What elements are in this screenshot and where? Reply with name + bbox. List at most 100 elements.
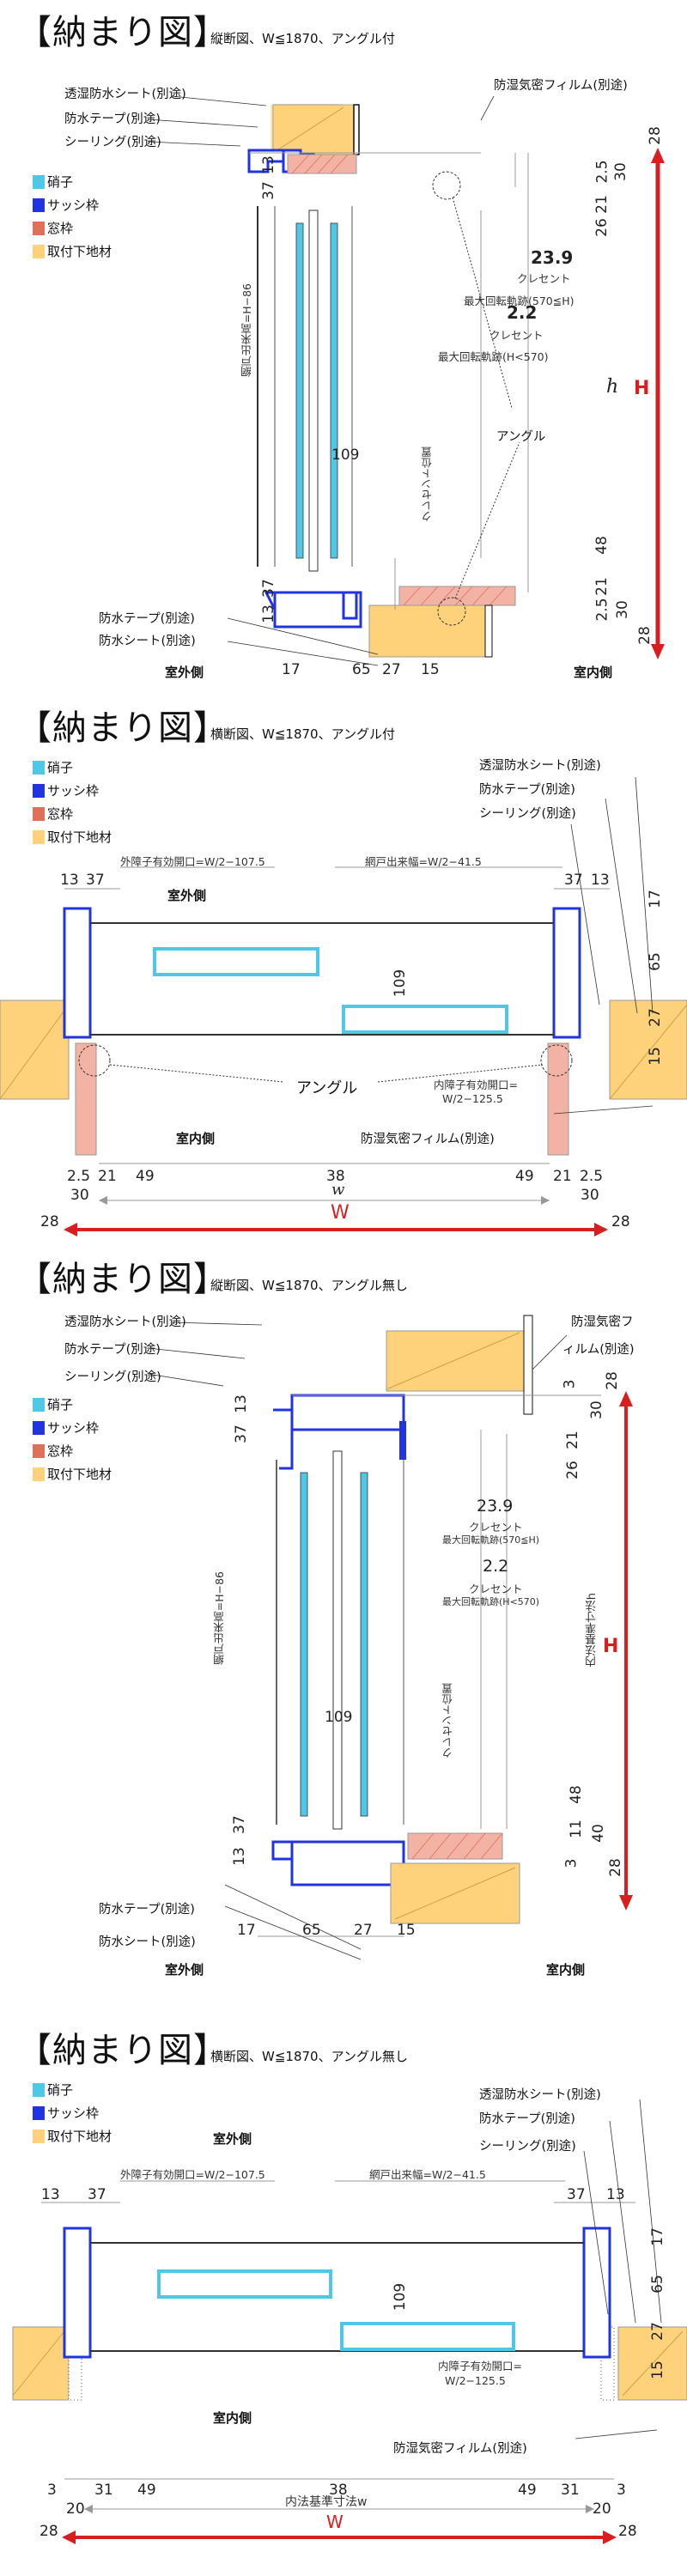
- dim-base-65: 65: [352, 661, 371, 678]
- width-W: W: [331, 1202, 350, 1224]
- dim-bottom-40: 40: [589, 1824, 607, 1843]
- sash-swatch-icon: [33, 783, 45, 798]
- section-title: 【納まり図】: [17, 708, 228, 748]
- dim-bottom-28: 28: [635, 626, 654, 645]
- dim-top-37: 37: [232, 1425, 250, 1443]
- dim-screen-width: 網戸出来幅=W/2−41.5: [369, 2168, 486, 2181]
- dim-inner-opening-2: W/2−125.5: [442, 1092, 503, 1105]
- callout-sealing: シーリング(別途): [479, 807, 576, 821]
- dim-base-27: 27: [354, 1922, 373, 1939]
- callout-sealing: シーリング(別途): [64, 136, 161, 149]
- sash-frame-left: [63, 2227, 92, 2359]
- dim-left-30: 30: [70, 1187, 89, 1204]
- callout-vapor-film: 防湿気密フィルム(別途): [393, 2442, 527, 2456]
- sash-frame-right: [582, 2227, 611, 2359]
- dim-right-28: 28: [611, 1213, 630, 1230]
- window-frame-bottom: [407, 1832, 503, 1860]
- section-vertical-angle: 【納まり図】 縦断図、W≦1870、アングル付 硝子 サッシ枠 窓枠 取付下地材: [0, 0, 687, 687]
- section-title: 【納まり図】: [17, 1260, 228, 1299]
- dim-center-38: 38: [329, 2482, 348, 2499]
- dim-right-2-5: 2.5: [593, 160, 611, 184]
- dim-right-65: 65: [646, 952, 664, 971]
- dim-right-3: 3: [561, 1379, 579, 1389]
- dim-inner-opening-2: W/2−125.5: [445, 2374, 506, 2387]
- inner-width-w: w: [331, 1181, 345, 1199]
- mounting-base-bottom: [368, 605, 486, 658]
- legend-item-base: 取付下地材: [33, 825, 112, 848]
- section-subtitle: 縦断図、W≦1870、アングル付: [210, 31, 395, 46]
- inner-ref-width-label: 内法基準寸法w: [285, 2495, 368, 2509]
- dim-right-21: 21: [593, 195, 611, 214]
- label-indoor: 室内側: [213, 2410, 252, 2426]
- angle-detail-right: [540, 1044, 573, 1077]
- sash-frame-left: [63, 907, 92, 1039]
- dim-right-28: 28: [646, 126, 664, 145]
- section-subtitle: 横断図、W≦1870、アングル無し: [210, 2049, 408, 2064]
- dim-inner-opening-1: 内障子有効開口=: [438, 2360, 522, 2372]
- crescent-trajectory-2: 最大回転軌跡(H<570): [438, 350, 549, 363]
- dim-base-15: 15: [421, 661, 440, 678]
- sash-frame-top: [290, 1394, 405, 1431]
- dim-outer-opening: 外障子有効開口=W/2−107.5: [120, 2168, 265, 2181]
- window-frame-right: [547, 1042, 569, 1156]
- dim-bl-31: 31: [94, 2482, 113, 2499]
- legend-item-glass: 硝子: [33, 756, 112, 779]
- label-indoor: 室内側: [176, 1131, 216, 1146]
- legend-item-window-frame: 窓枠: [33, 216, 112, 240]
- sash-frame-bottom: [290, 1840, 405, 1886]
- legend-item-window-frame: 窓枠: [33, 1439, 112, 1462]
- dim-base-17: 17: [237, 1922, 256, 1939]
- dim-right-15: 15: [648, 2360, 666, 2379]
- dim-br-31: 31: [561, 2482, 580, 2499]
- dim-bl-49: 49: [137, 2482, 156, 2499]
- callout-tape-bottom: 防水テープ(別途): [99, 1903, 195, 1917]
- dim-crescent-23-9: 23.9: [477, 1497, 514, 1516]
- legend: 硝子 サッシ枠 窓枠 取付下地材: [33, 756, 112, 848]
- callout-breathable-sheet: 透湿防水シート(別途): [64, 1315, 186, 1329]
- glass-pane-left: [300, 1472, 308, 1817]
- section-horizontal-angle: 【納まり図】 横断図、W≦1870、アングル付 硝子 サッシ枠 窓枠 取付下地材: [0, 696, 687, 1254]
- dim-left-28: 28: [40, 2523, 58, 2540]
- section-vertical-no-angle: 【納まり図】 縦断図、W≦1870、アングル無し 硝子 サッシ枠 窓枠 取付下地…: [0, 1254, 687, 2018]
- frame-swatch-icon: [33, 1443, 45, 1458]
- callout-waterproof-tape: 防水テープ(別途): [479, 2112, 575, 2126]
- dim-bottom-13: 13: [259, 605, 277, 623]
- crescent-position-label: クレセント位置: [441, 1683, 454, 1759]
- sash-swatch-icon: [33, 197, 45, 212]
- legend-item-glass: 硝子: [33, 1393, 112, 1416]
- glass-pane-outer: [157, 2269, 332, 2299]
- dim-right-26: 26: [593, 218, 611, 237]
- glass-pane-inner: [340, 2322, 515, 2351]
- dim-top-right-13: 13: [591, 872, 610, 889]
- dim-bottom-13: 13: [230, 1847, 248, 1866]
- dim-top-right-37: 37: [564, 872, 583, 889]
- dim-top-left-13: 13: [60, 872, 79, 889]
- section-horizontal-no-angle: 【納まり図】 横断図、W≦1870、アングル無し 硝子 サッシ枠 取付下地材: [0, 2018, 687, 2576]
- dim-right-30: 30: [587, 1400, 605, 1419]
- legend-item-sash: サッシ枠: [33, 193, 112, 216]
- dim-outer-opening: 外障子有効開口=W/2−107.5: [120, 855, 265, 868]
- callout-waterproof-tape: 防水テープ(別途): [479, 783, 575, 797]
- dim-bottom-48: 48: [567, 1785, 585, 1804]
- dim-crescent-23-9: 23.9: [531, 247, 574, 268]
- window-frame-top: [287, 154, 357, 174]
- dim-bottom-37: 37: [259, 579, 277, 598]
- sash-swatch-icon: [33, 1420, 45, 1435]
- dim-center-109: 109: [392, 969, 410, 998]
- dim-top-13: 13: [259, 155, 277, 174]
- dim-base-27: 27: [382, 661, 401, 678]
- glass-pane-inner: [342, 1005, 508, 1034]
- dim-bottom-21: 21: [593, 577, 611, 596]
- vertical-section-drawing: [147, 1315, 633, 1960]
- callout-sealing: シーリング(別途): [479, 2140, 576, 2154]
- legend-item-glass: 硝子: [33, 2078, 112, 2101]
- dim-right-28: 28: [603, 1371, 621, 1390]
- vertical-section-drawing: [147, 95, 665, 666]
- screen-height-label: 網戸出来高=H−86: [240, 283, 253, 377]
- legend: 硝子 サッシ枠 取付下地材: [33, 2078, 112, 2148]
- dim-center-109: 109: [325, 1709, 353, 1726]
- dim-bl-49: 49: [136, 1168, 155, 1185]
- dim-top-left-13: 13: [41, 2186, 60, 2203]
- glass-pane-right: [360, 1472, 368, 1817]
- section-title: 【納まり図】: [17, 13, 228, 52]
